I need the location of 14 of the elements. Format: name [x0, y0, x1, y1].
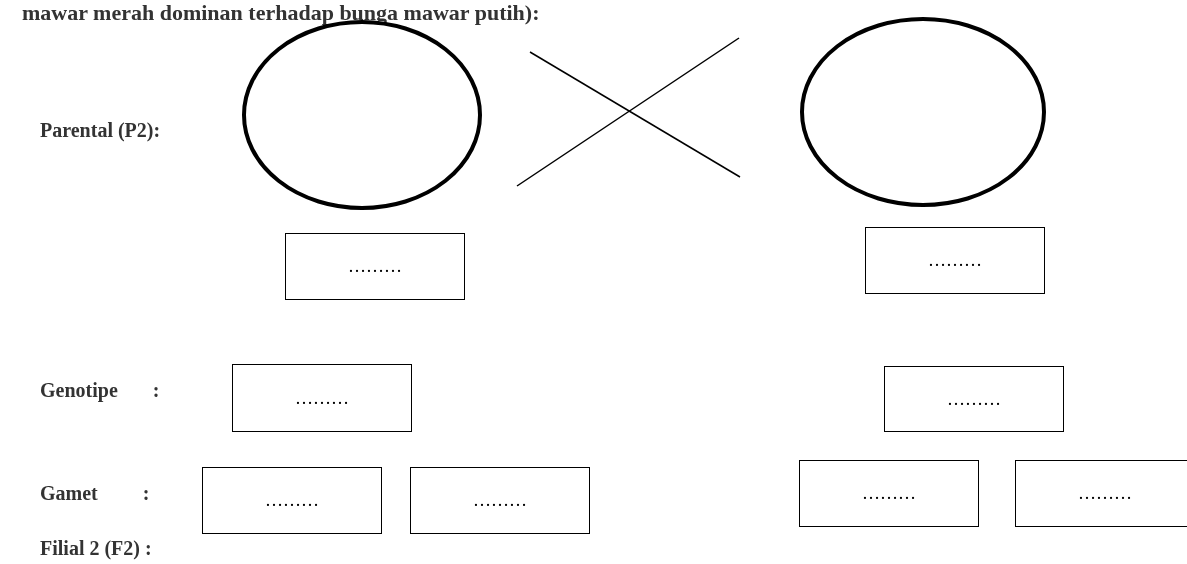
answer-box: ………: [865, 227, 1045, 294]
answer-box: ………: [799, 460, 979, 527]
row-label: Parental (P2):: [40, 120, 161, 140]
row-label: Filial 2 (F2) :: [40, 538, 152, 558]
answer-box: ………: [410, 467, 590, 534]
answer-box: ………: [884, 366, 1064, 432]
answer-box: ………: [202, 467, 382, 534]
answer-box: ………: [285, 233, 465, 300]
question-text: mawar merah dominan terhadap bunga mawar putih):: [22, 2, 540, 24]
answer-box: ………: [1015, 460, 1187, 527]
row-label: Gamet :: [40, 483, 150, 503]
row-label: Genotipe :: [40, 380, 160, 400]
answer-box: ………: [232, 364, 412, 432]
empty-circle: [800, 17, 1046, 207]
